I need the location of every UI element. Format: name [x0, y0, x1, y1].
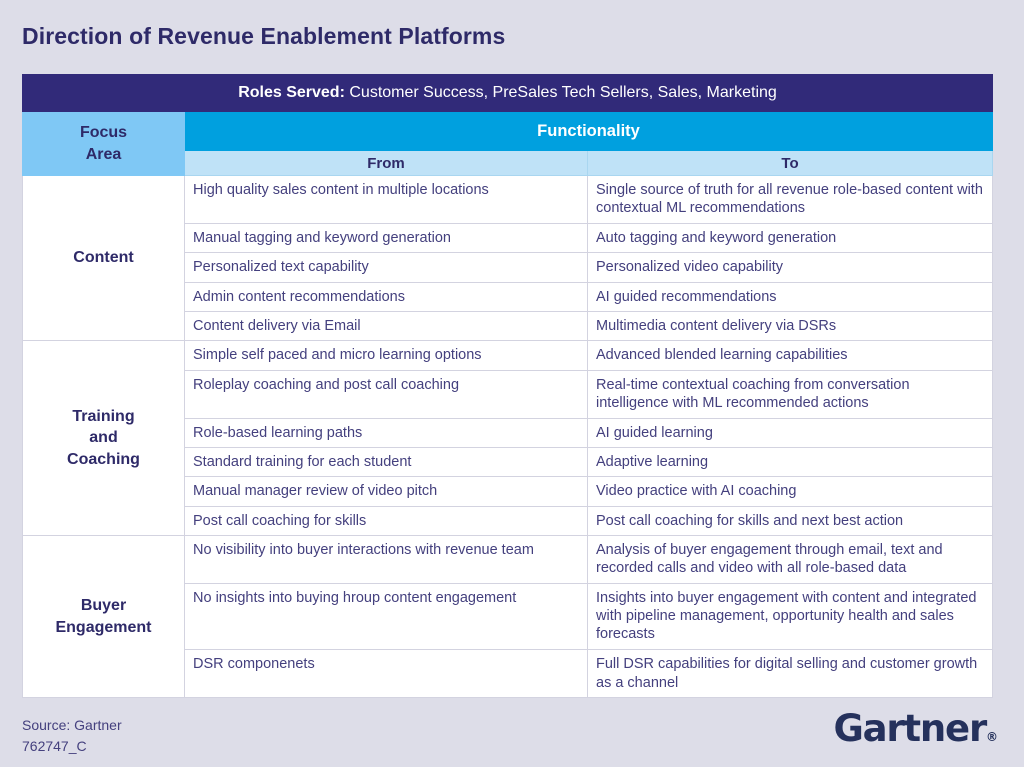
table-row: Content High quality sales content in mu…	[22, 174, 993, 342]
gartner-logo: Gartner®	[833, 710, 998, 747]
comparison-table-wrapper: Roles Served: Customer Success, PreSales…	[22, 74, 993, 698]
table-row: Buyer Engagement No visibility into buye…	[22, 535, 993, 698]
cell-from: Roleplay coaching and post call coaching	[184, 369, 588, 419]
cell-to: Adaptive learning	[587, 446, 993, 478]
table-row: Manual manager review of video pitch Vid…	[23, 476, 993, 507]
functionality-header-row: Focus Area Functionality	[22, 111, 993, 176]
gartner-logo-text: Gartner	[833, 707, 987, 750]
cell-to: Advanced blended learning capabilities	[587, 340, 993, 371]
from-header: From	[184, 150, 588, 176]
focus-area-header-line2: Area	[85, 145, 122, 163]
cell-to: AI guided learning	[587, 417, 993, 448]
cell-from: Admin content recommendations	[184, 281, 588, 312]
to-header: To	[587, 150, 993, 176]
focus-area-buyer-engagement: Buyer Engagement	[22, 535, 185, 698]
roles-served-cell: Roles Served: Customer Success, PreSales…	[22, 74, 993, 112]
table-row: Roleplay coaching and post call coaching…	[23, 369, 993, 419]
table-row: Manual tagging and keyword generation Au…	[23, 222, 993, 254]
page-title: Direction of Revenue Enablement Platform…	[22, 23, 506, 49]
focus-area-line: Coaching	[67, 451, 140, 469]
cell-to: Real-time contextual coaching from conve…	[587, 369, 993, 419]
focus-area-training-and-coaching: Training and Coaching	[22, 340, 185, 537]
cell-to: Single source of truth for all revenue r…	[587, 175, 993, 224]
cell-to: Personalized video capability	[587, 252, 993, 283]
cell-to: Auto tagging and keyword generation	[587, 222, 993, 254]
focus-area-line: and	[89, 429, 118, 447]
source-text: Source: Gartner	[22, 717, 122, 733]
cell-from: Manual tagging and keyword generation	[184, 222, 588, 254]
cell-from: No insights into buying hroup content en…	[184, 582, 588, 651]
roles-served-row: Roles Served: Customer Success, PreSales…	[22, 74, 993, 112]
cell-to: Insights into buyer engagement with cont…	[587, 582, 993, 651]
registered-trademark-icon: ®	[986, 730, 998, 744]
focus-area-line: Engagement	[55, 618, 152, 636]
table-row: Post call coaching for skills Post call …	[23, 505, 993, 537]
cell-to: Multimedia content delivery via DSRs	[587, 310, 993, 342]
table-row: Content delivery via Email Multimedia co…	[23, 310, 993, 342]
table-row: Training and Coaching Simple self paced …	[22, 340, 993, 537]
cell-to: Post call coaching for skills and next b…	[587, 505, 993, 537]
table-row: No insights into buying hroup content en…	[23, 582, 993, 651]
roles-served-label: Roles Served:	[238, 84, 345, 101]
source-note: Source: Gartner 762747_C	[22, 715, 122, 757]
functionality-header: Functionality	[184, 111, 993, 151]
cell-from: High quality sales content in multiple l…	[184, 175, 588, 224]
cell-from: Role-based learning paths	[184, 417, 588, 448]
document-id: 762747_C	[22, 738, 87, 754]
focus-area-content: Content	[22, 174, 185, 342]
cell-from: Content delivery via Email	[184, 310, 588, 342]
comparison-table: Roles Served: Customer Success, PreSales…	[22, 74, 993, 698]
cell-from: Simple self paced and micro learning opt…	[184, 340, 588, 371]
cell-to: AI guided recommendations	[587, 281, 993, 312]
cell-from: DSR componenets	[184, 649, 588, 698]
cell-from: Personalized text capability	[184, 252, 588, 283]
cell-from: No visibility into buyer interactions wi…	[184, 535, 588, 584]
cell-from: Manual manager review of video pitch	[184, 476, 588, 507]
focus-area-header-line1: Focus	[79, 123, 128, 141]
from-to-header-row: From To	[23, 150, 993, 176]
focus-area-header: Focus Area	[22, 111, 185, 176]
table-row: Standard training for each student Adapt…	[23, 446, 993, 478]
focus-area-line: Buyer	[80, 597, 127, 614]
cell-from: Standard training for each student	[184, 446, 588, 478]
table-row: Personalized text capability Personalize…	[23, 252, 993, 283]
cell-to: Video practice with AI coaching	[587, 476, 993, 507]
cell-to: Full DSR capabilities for digital sellin…	[587, 649, 993, 698]
focus-area-line: Training	[72, 407, 135, 425]
roles-served-value: Customer Success, PreSales Tech Sellers,…	[349, 84, 777, 101]
cell-to: Analysis of buyer engagement through ema…	[587, 535, 993, 584]
cell-from: Post call coaching for skills	[184, 505, 588, 537]
table-row: DSR componenets Full DSR capabilities fo…	[23, 649, 993, 698]
table-row: Admin content recommendations AI guided …	[23, 281, 993, 312]
table-row: Role-based learning paths AI guided lear…	[23, 417, 993, 448]
